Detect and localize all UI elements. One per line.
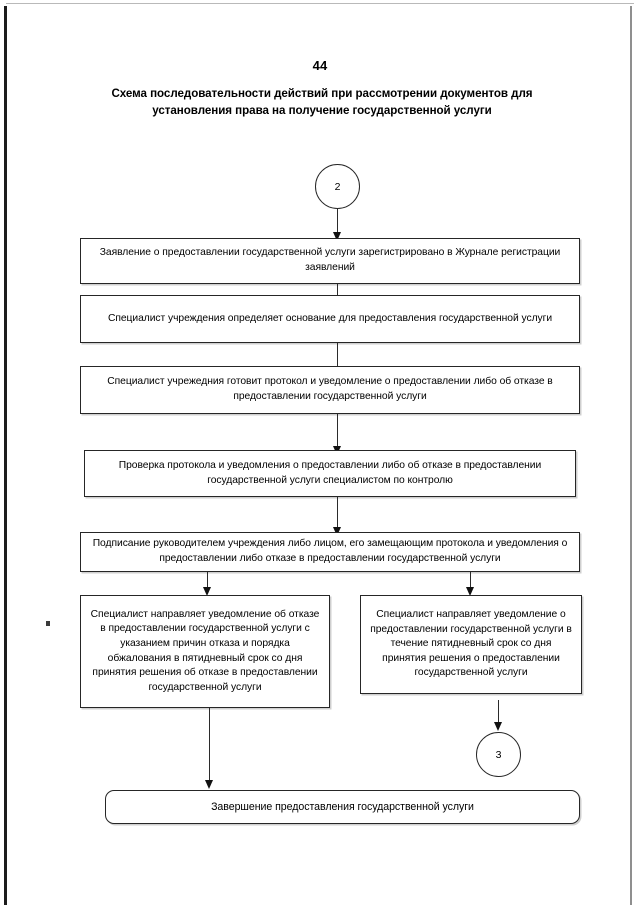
scan-edge-left: [4, 6, 7, 905]
scan-speck: [46, 621, 50, 626]
flow-node-4: Проверка протокола и уведомления о предо…: [84, 450, 576, 497]
arrow-approval-to-connector3: [494, 700, 503, 732]
page-title: Схема последовательности действий при ра…: [111, 87, 533, 117]
scan-edge-right: [630, 6, 632, 905]
flow-node-5: Подписание руководителем учреждения либо…: [80, 532, 580, 572]
flow-node-1-text: Заявление о предоставлении государственн…: [99, 247, 561, 273]
page-number: 44: [312, 58, 328, 73]
connector-circle-3: 3: [476, 732, 521, 777]
arrow-refusal-to-end: [205, 708, 214, 790]
flow-node-3-text: Специалист учрежедния готовит протокол и…: [107, 376, 553, 402]
flow-node-5-text: Подписание руководителем учреждения либо…: [92, 538, 568, 564]
flow-node-3: Специалист учрежедния готовит протокол и…: [80, 366, 580, 414]
flow-node-7-end-text: Завершение предоставления государственно…: [211, 800, 474, 813]
arrow-connector2-to-node1: [333, 209, 342, 242]
flow-node-2-text: Специалист учреждения определяет основан…: [107, 312, 553, 324]
flow-node-7-end: Завершение предоставления государственно…: [105, 790, 580, 824]
arrow-node4-to-node5: [333, 497, 342, 537]
flow-node-6-refusal-text: Специалист направляет уведомление об отк…: [90, 608, 320, 693]
connector-circle-3-label: 3: [495, 748, 502, 761]
flow-node-6-approval: Специалист направляет уведомление о пред…: [360, 595, 582, 694]
flow-node-6-refusal: Специалист направляет уведомление об отк…: [80, 595, 330, 708]
flow-node-2: Специалист учреждения определяет основан…: [80, 295, 580, 343]
flow-node-4-text: Проверка протокола и уведомления о предо…: [118, 459, 542, 486]
flow-node-1: Заявление о предоставлении государственн…: [80, 238, 580, 284]
flow-node-6-approval-text: Специалист направляет уведомление о пред…: [370, 609, 572, 679]
connector-circle-2: 2: [315, 164, 360, 209]
scan-edge-top: [6, 3, 634, 4]
arrow-node5-to-refusal-branch: [203, 572, 212, 597]
connector-circle-2-label: 2: [334, 180, 341, 193]
arrow-node5-to-approval-branch: [466, 572, 475, 597]
